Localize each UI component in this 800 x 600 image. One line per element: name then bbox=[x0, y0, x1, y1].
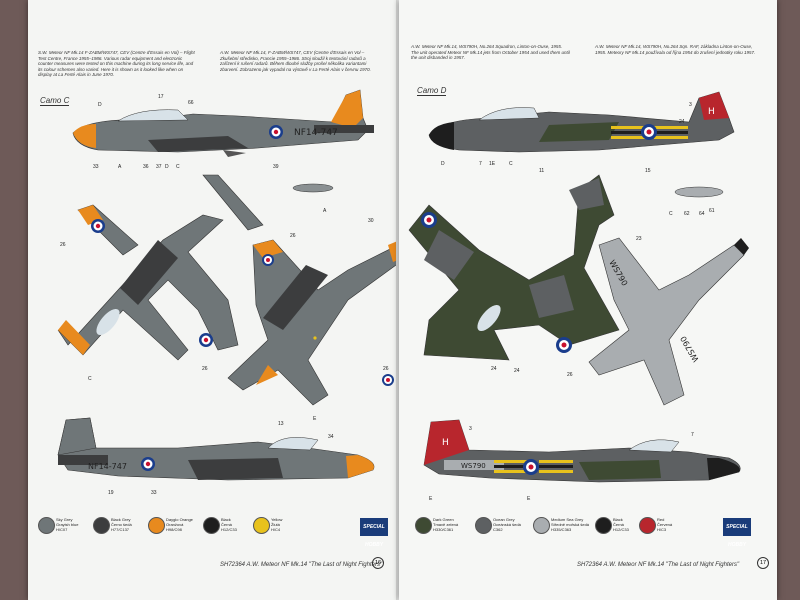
svg-text:C: C bbox=[88, 376, 92, 382]
special-hobby-logo-right: SPECIAL HOBBY bbox=[723, 518, 751, 548]
left-page: S.W. Meteor NF Mk.14 F-ZABM/WS747, CEV (… bbox=[28, 0, 403, 600]
svg-text:26: 26 bbox=[383, 366, 389, 372]
svg-text:24: 24 bbox=[491, 366, 497, 372]
aircraft-side-view-bottom: NF14-747 bbox=[57, 417, 375, 481]
svg-text:61: 61 bbox=[709, 208, 715, 214]
tail-letter-top: H bbox=[708, 107, 715, 117]
raf-aircraft-bottom-view: WS790 WS790 bbox=[588, 237, 749, 406]
aircraft-side-view-top: NF14-747 bbox=[72, 89, 374, 157]
serial-fuselage: WS790 bbox=[461, 462, 486, 470]
footer-left: SH72364 A.W. Meteor NF Mk.14 "The Last o… bbox=[220, 562, 383, 568]
svg-text:26: 26 bbox=[290, 233, 296, 239]
svg-text:3: 3 bbox=[469, 426, 472, 432]
svg-text:A: A bbox=[118, 164, 122, 170]
svg-text:19: 19 bbox=[108, 490, 114, 496]
svg-text:1E: 1E bbox=[489, 161, 496, 167]
svg-text:3: 3 bbox=[689, 102, 692, 108]
swatch-a-dark-green bbox=[415, 517, 432, 534]
right-page: A.W. Meteor NF Mk.14, WS790H, No.264 Squ… bbox=[399, 0, 777, 600]
svg-text:11: 11 bbox=[539, 168, 544, 174]
aircraft-bottom-view bbox=[227, 239, 403, 406]
caption-czech-right: A.W. Meteor NF Mk.14, WS790H, No.264 Sqn… bbox=[595, 44, 756, 55]
svg-text:26: 26 bbox=[60, 242, 66, 248]
swatch-d-black bbox=[203, 517, 220, 534]
svg-text:33: 33 bbox=[93, 164, 99, 170]
svg-text:13: 13 bbox=[278, 421, 284, 427]
swatch-c-medium-sea-grey bbox=[533, 517, 550, 534]
page-number-right: 17 bbox=[757, 557, 769, 569]
fuselage-code-top: NF14-747 bbox=[294, 128, 338, 138]
swatch-c-dayglo-orange bbox=[148, 517, 165, 534]
svg-text:39: 39 bbox=[273, 164, 279, 170]
special-hobby-logo-left: SPECIAL HOBBY bbox=[360, 518, 388, 548]
svg-text:D: D bbox=[441, 161, 445, 167]
svg-text:A: A bbox=[323, 208, 327, 214]
serial-underwing-2: WS790 bbox=[679, 335, 701, 364]
svg-text:37: 37 bbox=[156, 164, 162, 170]
svg-text:64: 64 bbox=[699, 211, 705, 217]
svg-text:66: 66 bbox=[188, 100, 194, 106]
svg-text:26: 26 bbox=[567, 372, 573, 378]
svg-text:24: 24 bbox=[514, 368, 520, 374]
svg-text:C: C bbox=[669, 211, 673, 217]
svg-text:30: 30 bbox=[368, 218, 374, 224]
swatch-e-red bbox=[639, 517, 656, 534]
swatch-d-black-right bbox=[595, 517, 612, 534]
svg-text:C: C bbox=[509, 161, 513, 167]
aircraft-top-view bbox=[57, 174, 264, 361]
caption-english-right: A.W. Meteor NF Mk.14, WS790H, No.264 Squ… bbox=[411, 44, 570, 60]
svg-text:E: E bbox=[429, 496, 433, 502]
svg-text:E: E bbox=[527, 496, 531, 502]
svg-text:7: 7 bbox=[479, 161, 482, 167]
svg-text:15: 15 bbox=[645, 168, 651, 174]
tail-letter-bottom: H bbox=[442, 438, 449, 448]
svg-text:C: C bbox=[176, 164, 180, 170]
svg-text:17: 17 bbox=[158, 94, 164, 100]
raf-aircraft-top-view bbox=[408, 174, 620, 361]
svg-text:62: 62 bbox=[684, 211, 690, 217]
swatch-b-ocean-grey bbox=[475, 517, 492, 534]
drop-tank-detail bbox=[292, 183, 334, 193]
page-number-left: 16 bbox=[372, 557, 384, 569]
svg-text:26: 26 bbox=[202, 366, 208, 372]
svg-text:D: D bbox=[165, 164, 169, 170]
callout-labels-right: 3 24 D 7 1E C 11 15 C 62 64 61 23 24 24 26 3E E 7 bbox=[429, 102, 715, 502]
svg-text:33: 33 bbox=[151, 490, 157, 496]
scheme-label-left: Camo C bbox=[40, 96, 70, 106]
scheme-label-right: Camo D bbox=[417, 86, 447, 96]
raf-aircraft-side-view-top: H bbox=[428, 91, 735, 153]
fuselage-code-bottom: NF14-747 bbox=[88, 462, 127, 471]
swatch-a-sky-grey bbox=[38, 517, 55, 534]
left-page-drawings: NF14-747 bbox=[57, 89, 403, 496]
drop-tank-detail-right bbox=[674, 186, 724, 198]
svg-text:34: 34 bbox=[328, 434, 334, 440]
svg-text:E: E bbox=[313, 416, 317, 422]
svg-text:36: 36 bbox=[143, 164, 149, 170]
svg-text:23: 23 bbox=[636, 236, 642, 242]
caption-czech-left: A.W. Meteor NF Mk.14, F-ZABM/WS747, CEV … bbox=[220, 50, 371, 72]
caption-english-left: S.W. Meteor NF Mk.14 F-ZABM/WS747, CEV (… bbox=[38, 50, 195, 77]
svg-text:24: 24 bbox=[679, 119, 685, 125]
swatch-e-yellow bbox=[253, 517, 270, 534]
swatch-b-black-grey bbox=[93, 517, 110, 534]
raf-aircraft-side-view-bottom: H WS790 bbox=[423, 419, 741, 483]
right-page-drawings: H WS790 WS790 H bbox=[408, 91, 749, 502]
svg-text:D: D bbox=[98, 102, 102, 108]
footer-right: SH72364 A.W. Meteor NF Mk.14 "The Last o… bbox=[577, 562, 740, 568]
svg-text:7: 7 bbox=[691, 432, 694, 438]
